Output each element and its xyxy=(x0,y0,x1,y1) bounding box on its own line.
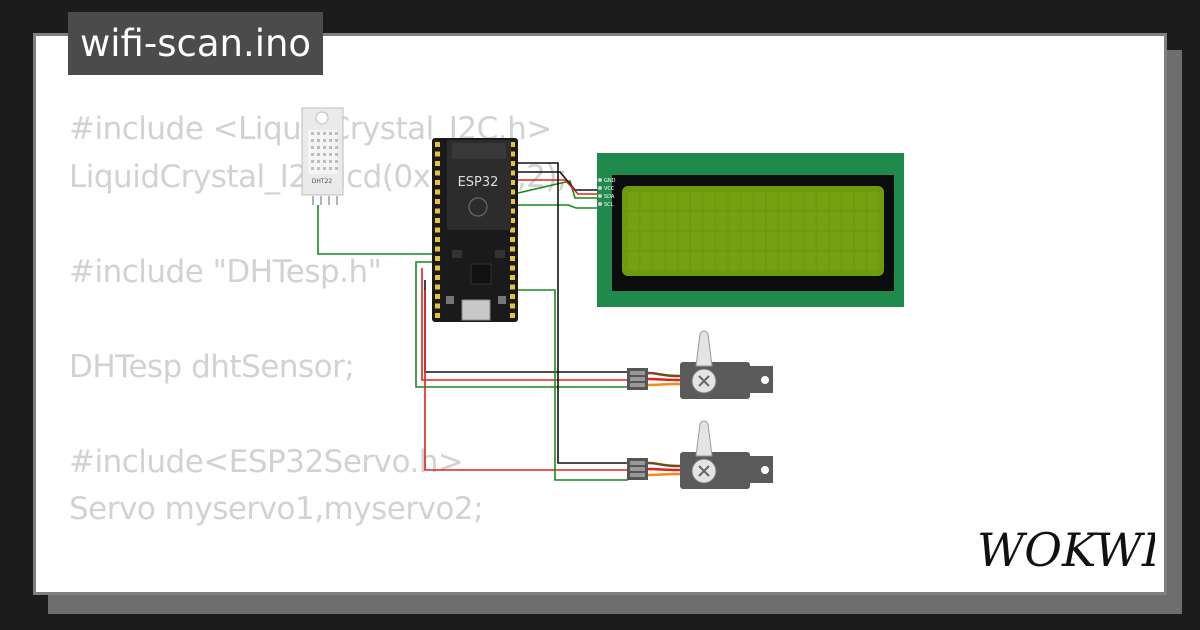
wire-lcd-gnd xyxy=(518,171,598,191)
wire-servo1-vcc xyxy=(421,268,628,381)
servo-motor-2[interactable] xyxy=(627,420,773,489)
code-line: #include "DHTesp.h" xyxy=(69,253,382,290)
code-line: Servo myservo1,myservo2; xyxy=(69,491,484,527)
wire-lcd-sda xyxy=(517,180,598,199)
wire-servo2-signal xyxy=(518,289,628,481)
usb-port-icon xyxy=(461,299,491,321)
lcd-pin-header: GND VCC SDA SCL xyxy=(598,178,616,208)
wokwi-logo[interactable]: WOKWI xyxy=(975,520,1155,580)
wokwi-logo-text: WOKWI xyxy=(977,523,1155,577)
wire-servo2-vcc xyxy=(424,290,628,471)
code-line: #include<ESP32Servo.h> xyxy=(69,443,464,480)
lcd-pin-gnd: GND xyxy=(604,178,616,184)
lcd-display[interactable]: GND VCC SDA SCL xyxy=(597,153,904,307)
wire-dht-data xyxy=(317,205,432,255)
servo-motor-1[interactable] xyxy=(627,330,773,399)
code-line: DHTesp dhtSensor; xyxy=(69,348,355,385)
lcd-pin-vcc: VCC xyxy=(604,186,615,192)
dht22-sensor[interactable]: DHT22 xyxy=(301,107,344,205)
file-name-tag: wifi-scan.ino xyxy=(68,12,324,75)
wire-servo2-gnd xyxy=(518,162,628,464)
wire-lcd-vcc xyxy=(518,179,598,195)
dht22-label: DHT22 xyxy=(312,178,333,185)
esp32-label: ESP32 xyxy=(458,175,499,190)
wire-lcd-scl xyxy=(518,204,598,209)
dht22-vent-grid xyxy=(308,130,338,174)
esp32-board[interactable]: ESP32 xyxy=(432,138,518,322)
lcd-pin-sda: SDA xyxy=(604,194,615,200)
lcd-pin-scl: SCL xyxy=(604,202,614,208)
wires xyxy=(317,162,628,481)
espressif-logo-icon xyxy=(468,197,488,217)
wire-servo1-signal xyxy=(415,261,628,388)
preview-card: #include <LiquidCrystal_I2C.h> LiquidCry… xyxy=(33,33,1167,595)
